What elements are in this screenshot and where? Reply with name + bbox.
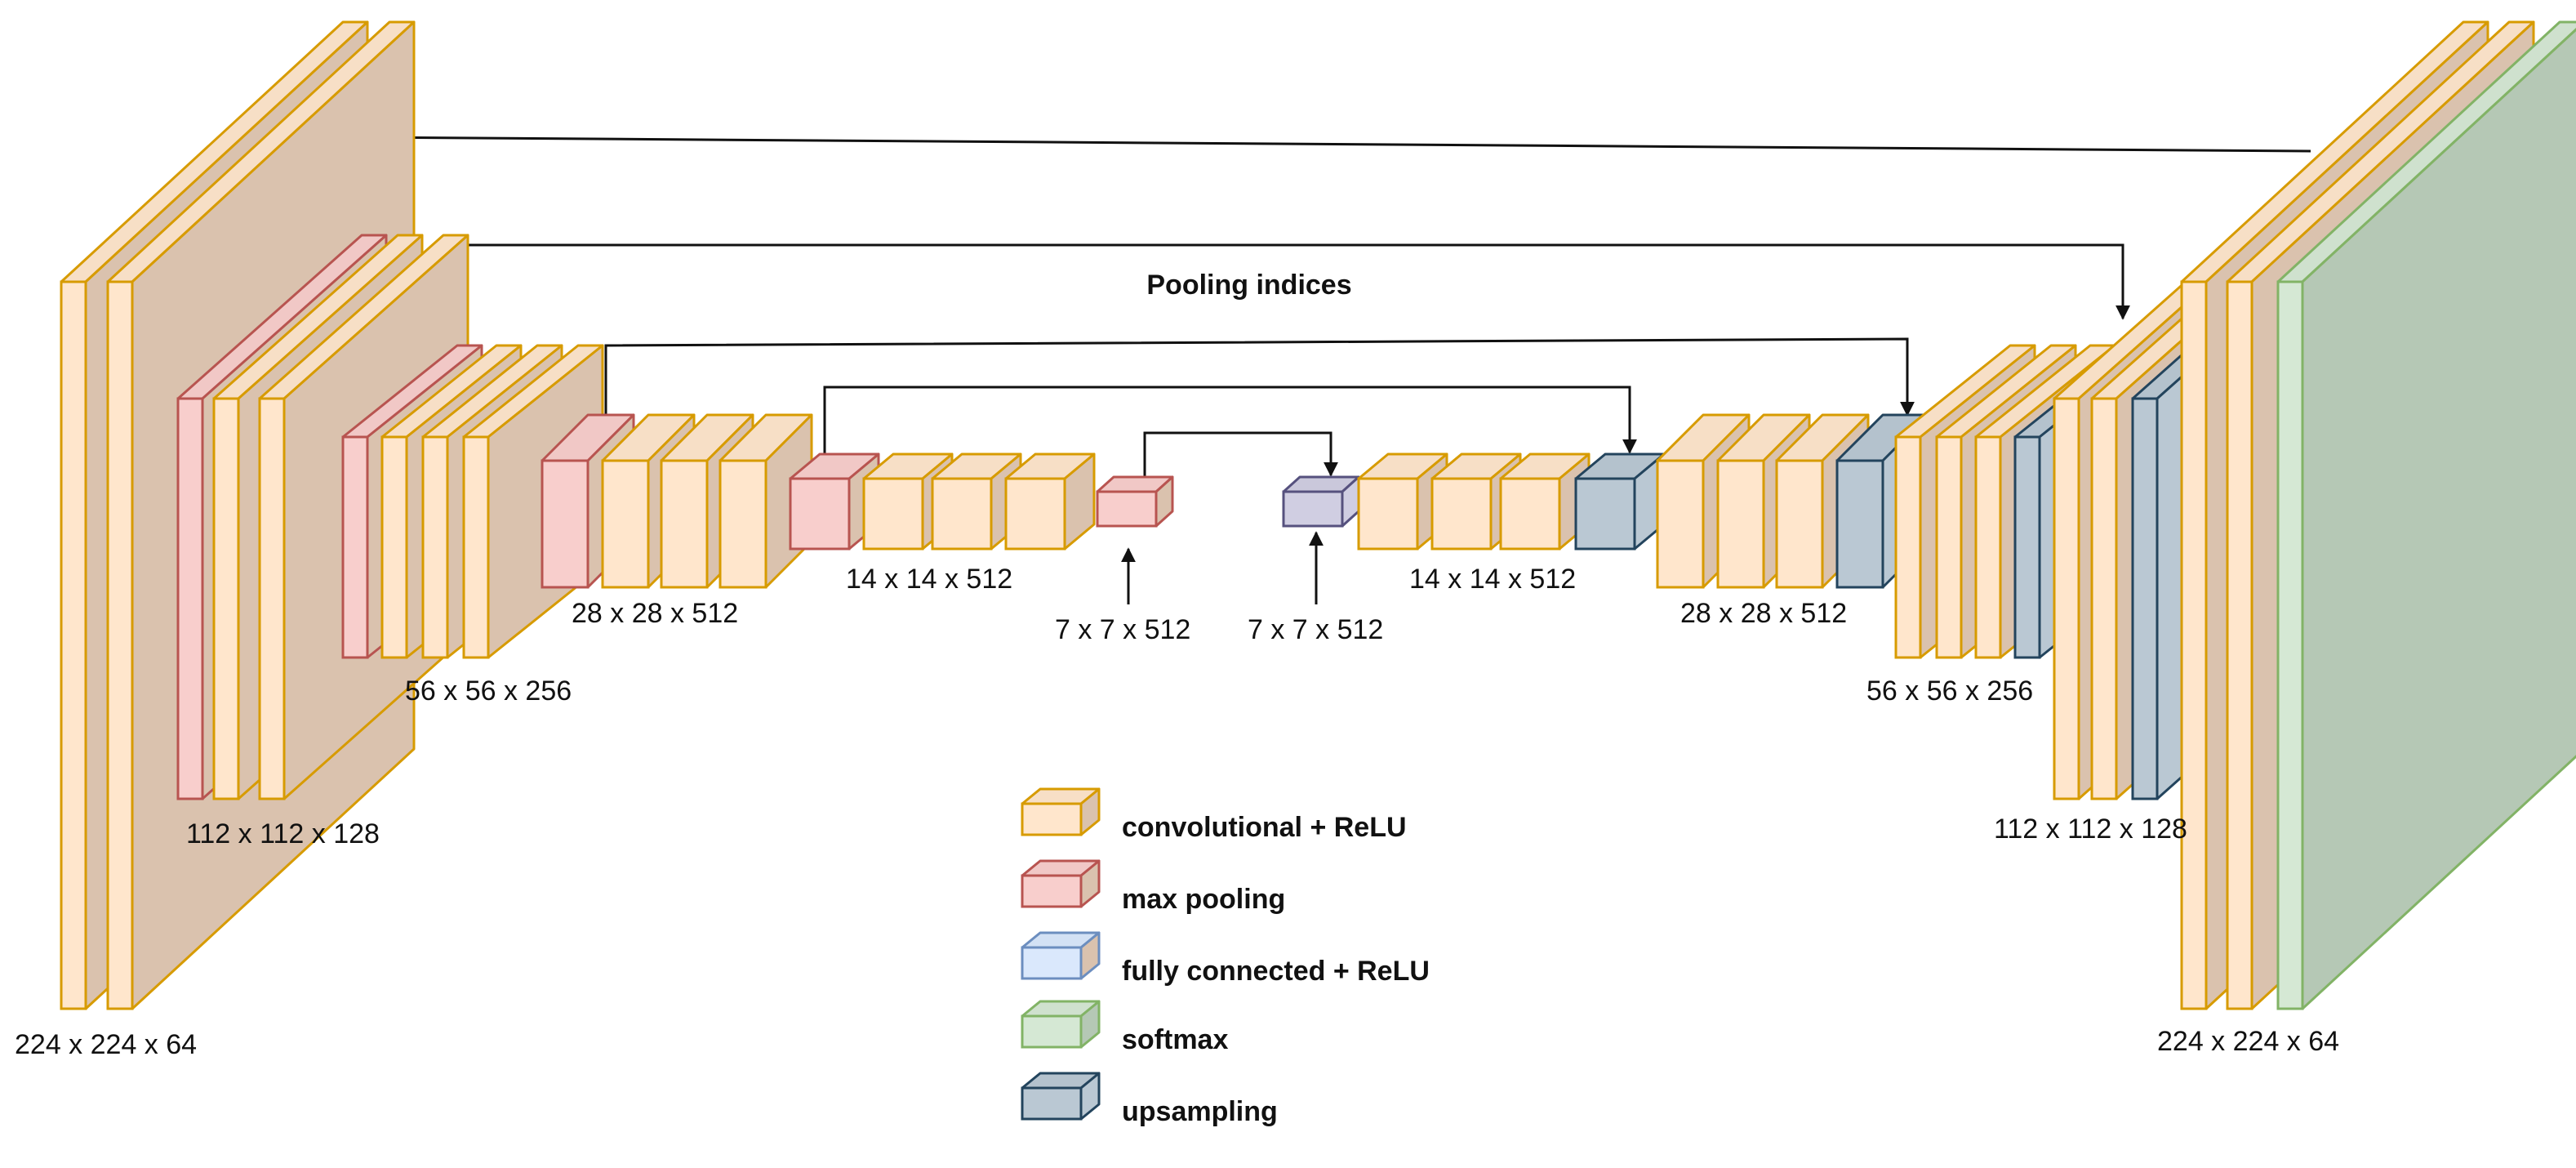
- legend-swatch-conv: [1021, 787, 1101, 836]
- skip-stage3: [604, 337, 1915, 417]
- enc-dim-28: 28 x 28 x 512: [572, 598, 738, 629]
- legend-cube-pool: [1021, 859, 1101, 908]
- dec5-upsample-front: [1574, 477, 1636, 551]
- dec3-conv-a-front: [1894, 435, 1922, 659]
- dec-dim-224: 224 x 224 x 64: [2157, 1026, 2339, 1057]
- dec2-conv-a-front: [2053, 397, 2080, 800]
- dec-first-block-front: [1282, 490, 1344, 528]
- dec3-conv-c-front: [1974, 435, 2002, 659]
- legend-cube-conv-front: [1021, 802, 1083, 836]
- legend-label-upsample: upsampling: [1122, 1096, 1278, 1127]
- enc1-conv-b-front: [106, 280, 134, 1010]
- skip-stage5: [1143, 431, 1338, 479]
- legend-label-fc: fully connected + ReLU: [1122, 956, 1430, 987]
- enc2-pool-front: [176, 397, 204, 800]
- dec-first-block: [1282, 475, 1360, 528]
- dec-dim-14: 14 x 14 x 512: [1409, 564, 1576, 595]
- enc2-conv-a-front: [212, 397, 240, 800]
- legend-cube-softmax-front: [1021, 1014, 1083, 1049]
- dec1-conv-b-front: [2226, 280, 2253, 1010]
- legend-cube-upsample: [1021, 1072, 1101, 1121]
- legend-cube-fc: [1021, 931, 1101, 980]
- dec5-upsample: [1574, 452, 1666, 551]
- enc3-conv-b-front: [421, 435, 449, 659]
- legend-swatch-upsample: [1021, 1072, 1101, 1121]
- legend-label-conv: convolutional + ReLU: [1122, 812, 1407, 843]
- enc2-conv-b-front: [258, 397, 286, 800]
- enc3-conv-c-front: [462, 435, 490, 659]
- legend-cube-conv: [1021, 787, 1101, 836]
- legend-item-conv: convolutional + ReLU: [1021, 787, 1407, 843]
- enc-dim-14: 14 x 14 x 512: [846, 564, 1012, 595]
- dec-dim-56: 56 x 56 x 256: [1866, 675, 2033, 707]
- legend-swatch-softmax: [1021, 1000, 1101, 1049]
- pooling-indices-label: Pooling indices: [1146, 270, 1351, 301]
- dec-dim-28: 28 x 28 x 512: [1680, 598, 1847, 629]
- dec5-conv-b-front: [1430, 477, 1493, 551]
- enc-dim-7: 7 x 7 x 512: [1055, 614, 1190, 645]
- enc4-conv-c: [719, 413, 813, 589]
- enc5-conv-b-front: [931, 477, 993, 551]
- legend-item-upsample: upsampling: [1021, 1072, 1278, 1127]
- skip-stage4: [823, 386, 1637, 456]
- enc5-pool-front: [789, 477, 851, 551]
- enc4-conv-a-front: [601, 459, 650, 589]
- dec4-upsample-front: [1835, 459, 1884, 589]
- enc3-conv-a-front: [380, 435, 408, 659]
- dec3-conv-b-front: [1935, 435, 1963, 659]
- legend-swatch-fc: [1021, 931, 1101, 980]
- skip-stage1: [356, 136, 2311, 239]
- enc5-conv-c-front: [1004, 477, 1066, 551]
- enc-dim-224: 224 x 224 x 64: [15, 1029, 197, 1060]
- dec1-softmax-front: [2276, 280, 2304, 1010]
- legend-item-fc: fully connected + ReLU: [1021, 931, 1430, 987]
- enc5-conv-b: [931, 452, 1022, 551]
- enc-dim-112: 112 x 112 x 128: [186, 818, 380, 849]
- enc1-conv-a-front: [60, 280, 87, 1010]
- enc5-conv-c: [1004, 452, 1096, 551]
- enc-dim-56: 56 x 56 x 256: [405, 675, 572, 707]
- dec4-conv-b-front: [1716, 459, 1765, 589]
- layer-blocks: [60, 20, 2576, 1010]
- legend-item-softmax: softmax: [1021, 1000, 1228, 1055]
- enc5-conv-a-front: [862, 477, 924, 551]
- legend-cube-fc-front: [1021, 946, 1083, 980]
- dec5-conv-a-front: [1357, 477, 1419, 551]
- dec-dim-112: 112 x 112 x 128: [1994, 814, 2187, 845]
- dec2-upsample-front: [2131, 397, 2159, 800]
- legend: convolutional + ReLU max pooling fully c…: [1021, 787, 1430, 1127]
- legend-label-pool: max pooling: [1122, 884, 1285, 915]
- enc-final-pool-front: [1096, 490, 1158, 528]
- enc4-conv-b-front: [660, 459, 709, 589]
- enc4-pool-front: [541, 459, 589, 589]
- legend-cube-pool-front: [1021, 874, 1083, 908]
- bottleneck-arrows: [1121, 531, 1324, 604]
- legend-swatch-pool: [1021, 859, 1101, 908]
- dec-dim-7: 7 x 7 x 512: [1248, 614, 1383, 645]
- legend-cube-softmax: [1021, 1000, 1101, 1049]
- dec2-conv-b-front: [2090, 397, 2118, 800]
- enc5-pool: [789, 452, 880, 551]
- dec1-softmax: [2276, 20, 2576, 1010]
- dec5-conv-c-front: [1499, 477, 1561, 551]
- dec3-upsample-front: [2013, 435, 2041, 659]
- enc4-conv-c-front: [719, 459, 767, 589]
- legend-cube-upsample-front: [1021, 1086, 1083, 1121]
- legend-item-pool: max pooling: [1021, 859, 1285, 915]
- enc-final-pool: [1096, 475, 1174, 528]
- dec4-conv-a-front: [1656, 459, 1705, 589]
- enc3-pool-front: [341, 435, 369, 659]
- legend-label-softmax: softmax: [1122, 1024, 1228, 1055]
- dec1-conv-a-front: [2180, 280, 2208, 1010]
- dec4-conv-c-front: [1775, 459, 1824, 589]
